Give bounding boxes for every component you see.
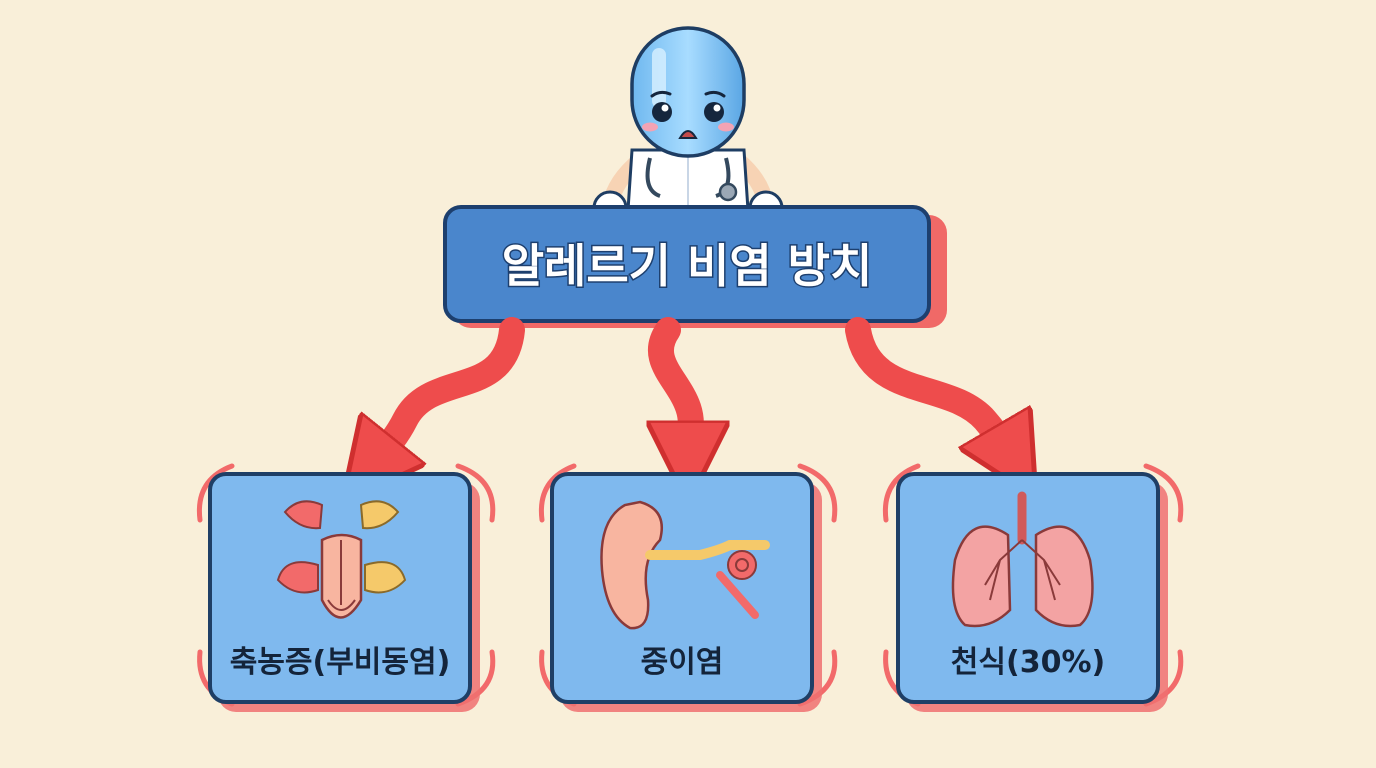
capsule-doctor-mascot bbox=[592, 26, 784, 226]
ear-icon bbox=[600, 500, 770, 630]
card-label-otitis: 중이염 bbox=[641, 645, 724, 680]
lungs-icon bbox=[951, 491, 1094, 628]
title-box: 알레르기 비염 방치 bbox=[443, 205, 947, 328]
sinus-icon bbox=[276, 500, 407, 619]
diagram-title: 알레르기 비염 방치 bbox=[502, 239, 873, 293]
card-label-sinusitis: 축농증(부비동염) bbox=[230, 645, 451, 680]
arrows bbox=[368, 317, 1015, 470]
arrow-left bbox=[368, 317, 525, 470]
arrow-right bbox=[845, 317, 1015, 462]
card-label-asthma: 천식(30%) bbox=[951, 645, 1105, 680]
card-asthma: 천식(30%) bbox=[882, 463, 1184, 712]
card-otitis: 중이염 bbox=[538, 463, 838, 712]
card-sinusitis: 축농증(부비동염) bbox=[196, 463, 496, 712]
arrow-center bbox=[661, 317, 691, 462]
